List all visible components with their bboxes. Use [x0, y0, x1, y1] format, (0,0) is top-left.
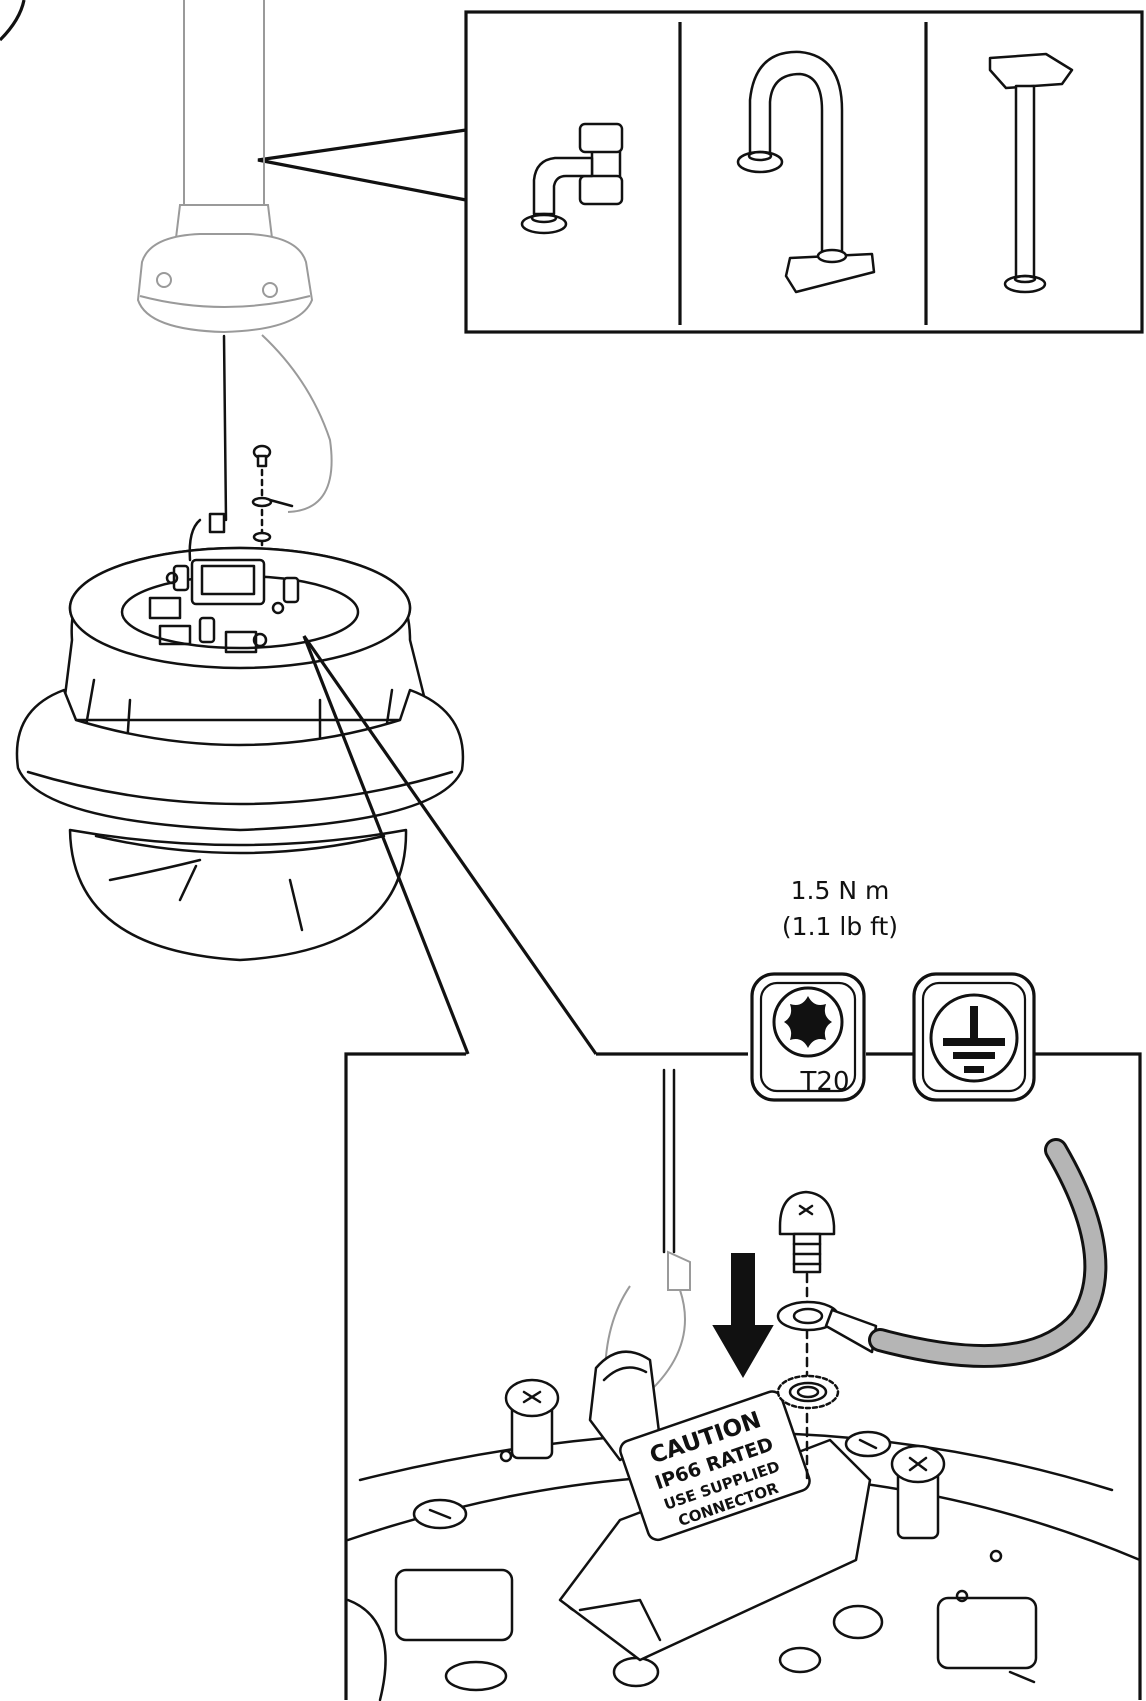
- ground-wire: [261, 334, 333, 513]
- torque-imperial: (1.1 lb ft): [781, 912, 899, 941]
- torx-bit-icon: [784, 996, 832, 1048]
- detail-callout: [302, 635, 598, 1055]
- wall-mount-icon: [520, 122, 624, 235]
- ground-symbol-box: [912, 972, 1036, 1102]
- ground-icon: [929, 993, 1019, 1083]
- caution-label: CAUTION IP66 RATED USE SUPPLIED CONNECTO…: [619, 1390, 811, 1542]
- camera-housing: [15, 512, 465, 962]
- mount-pipe: [136, 0, 314, 334]
- torx-t20-tool-box: [750, 972, 866, 1102]
- press-arrow-icon: [712, 1253, 774, 1378]
- safety-wire: [222, 334, 228, 522]
- detail-panel: CAUTION IP66 RATED USE SUPPLIED CONNECTO…: [344, 972, 1142, 1701]
- ring-lug: [776, 1300, 878, 1354]
- star-washer: [776, 1374, 840, 1410]
- gooseneck-mount-icon: [736, 50, 876, 294]
- mount-options-inset: [257, 10, 1144, 334]
- pendant-mount-icon: [988, 52, 1074, 294]
- ground-screw-small: [251, 444, 294, 562]
- torx-bit-label: T20: [800, 1067, 850, 1097]
- step-marker: [0, 0, 26, 42]
- torque-value: 1.5 N m: [790, 876, 890, 905]
